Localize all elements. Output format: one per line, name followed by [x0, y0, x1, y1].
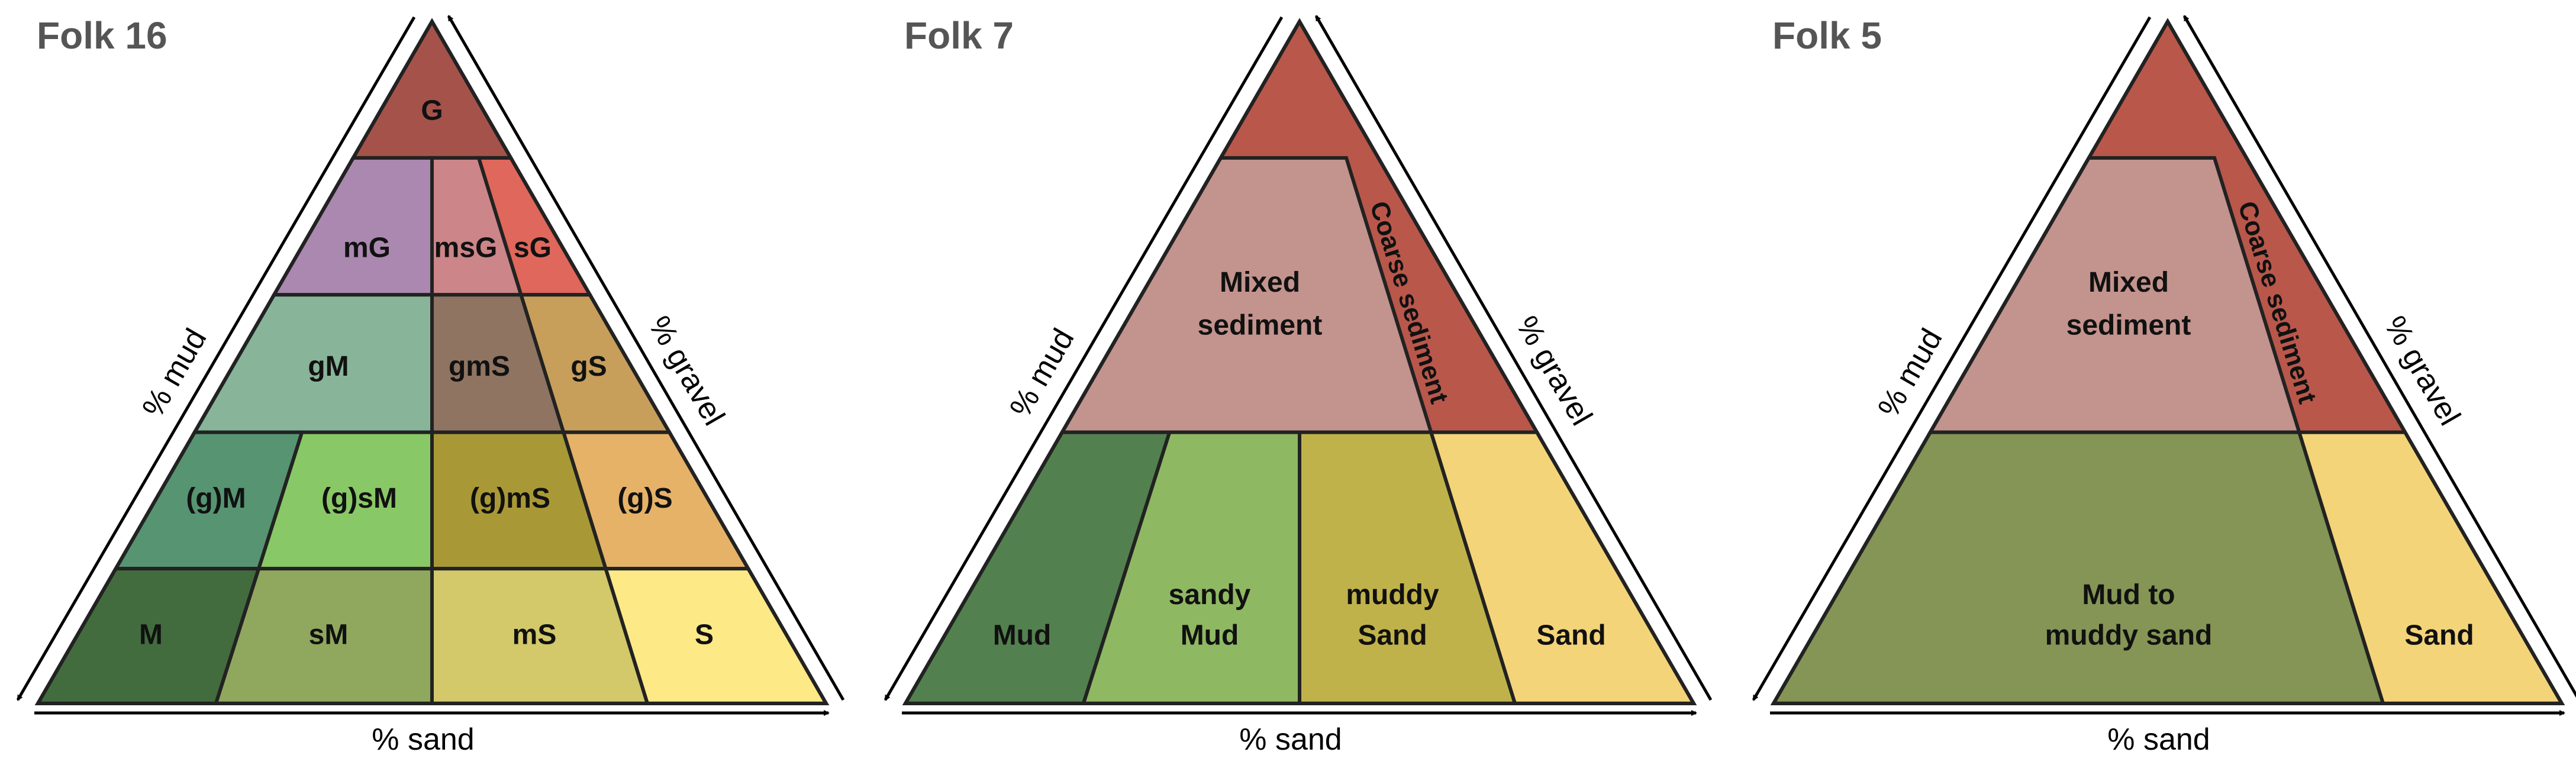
region-label: sediment [1198, 310, 1323, 341]
region-label: gM [308, 351, 349, 382]
region-label: Mud [1181, 620, 1239, 651]
region-label: gmS [449, 351, 510, 382]
gravel-axis-arrow [1314, 15, 1713, 701]
region-label: sediment [2066, 310, 2191, 341]
region-label: muddy [1346, 579, 1439, 611]
region-label: (g)mS [470, 483, 550, 514]
region-label: sG [514, 233, 552, 264]
region-label: Mixed [1220, 267, 1300, 298]
panel-folk-16: Folk 16 GmG msG sG gM gmS gS (g)M (g)sM (g)mS (g)S… [16, 14, 845, 757]
region-label: G [421, 95, 443, 126]
mud-axis-label: % mud [136, 323, 213, 423]
region-label: Mud [993, 620, 1052, 651]
region-label: mS [512, 619, 557, 651]
mud-axis-arrow [1752, 16, 2152, 701]
region-label: Sand [2404, 620, 2474, 651]
mud-axis-arrow [884, 16, 1284, 701]
triangle-outline [34, 18, 830, 705]
region-label: (g)M [186, 483, 246, 514]
region-label: sandy [1169, 579, 1251, 611]
region-label: sM [309, 619, 349, 651]
region-label: mG [343, 233, 391, 264]
triangle-outline [1770, 18, 2565, 705]
mud-axis-arrow [16, 16, 416, 701]
region-label: Sand [1536, 620, 1605, 651]
panel-title: Folk 7 [904, 14, 1014, 57]
sand-axis-label: % sand [1239, 722, 1342, 757]
gravel-axis-arrow [2182, 15, 2576, 698]
sand-axis-label: % sand [372, 722, 474, 757]
region-label: Mixed [2088, 267, 2169, 298]
region-label: msG [434, 233, 498, 264]
region-label: Sand [1358, 620, 1427, 651]
region-fill [270, 156, 434, 297]
region-label: S [695, 619, 714, 651]
region-fill [350, 18, 514, 160]
region-g [350, 18, 514, 160]
region-fill [1770, 430, 2386, 705]
mud-axis-label: % mud [1003, 323, 1081, 423]
region-label: (g)S [617, 483, 672, 514]
region-label: gS [570, 351, 607, 382]
gravel-axis-arrow [447, 15, 845, 701]
region-mg [270, 156, 434, 297]
region-mud-to-muddy-sand [1770, 430, 2386, 705]
region-label: M [139, 619, 163, 651]
region-label: Mud to [2082, 579, 2175, 611]
panel-title: Folk 16 [37, 14, 167, 57]
triangle-outline [902, 18, 1697, 705]
region-label: muddy sand [2045, 620, 2213, 651]
mud-axis-label: % mud [1871, 323, 1949, 423]
region-label: (g)sM [321, 483, 397, 514]
sand-axis-label: % sand [2107, 722, 2210, 757]
panel-title: Folk 5 [1772, 14, 1882, 57]
